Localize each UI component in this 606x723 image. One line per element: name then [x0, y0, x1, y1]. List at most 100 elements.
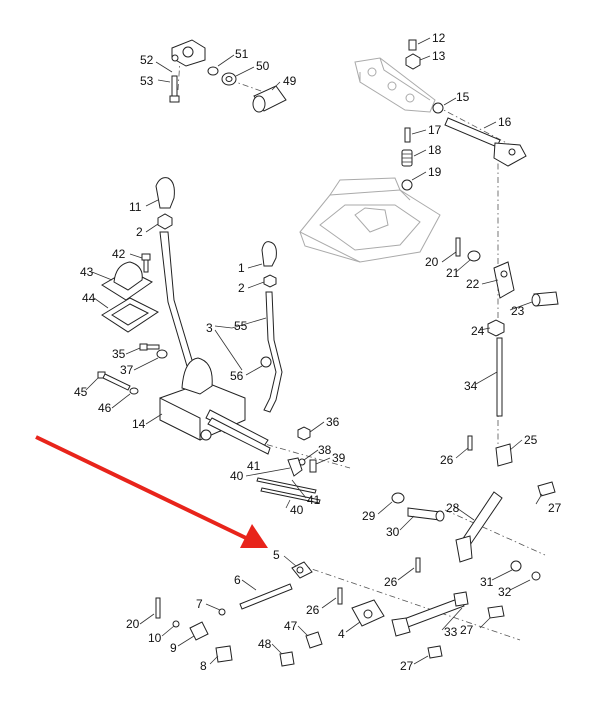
callout-23: 23: [511, 304, 525, 318]
callout-24: 24: [471, 324, 485, 338]
callout-27b: 27: [460, 623, 474, 637]
part-32-ring: [531, 571, 541, 581]
part-21-washer: [467, 250, 481, 262]
callout-32: 32: [498, 585, 512, 599]
callout-42: 42: [112, 247, 126, 261]
callout-49: 49: [283, 74, 297, 88]
part-37-washer: [156, 349, 168, 359]
part-6-rod: [239, 583, 293, 610]
callout-7: 7: [196, 597, 203, 611]
callout-38: 38: [318, 443, 332, 457]
part-35-bolt: [139, 343, 160, 351]
callout-45: 45: [74, 385, 88, 399]
callout-39: 39: [332, 451, 346, 465]
callout-40b: 40: [290, 503, 304, 517]
callout-6: 6: [234, 573, 241, 587]
callout-47: 47: [284, 619, 298, 633]
part-22-clevis: [493, 261, 515, 299]
part-4-lever-arm: [351, 599, 385, 627]
callout-17: 17: [428, 123, 442, 137]
part-7-washer: [218, 608, 226, 616]
callout-20b: 20: [126, 617, 140, 631]
callout-28: 28: [446, 501, 460, 515]
callout-26b: 26: [384, 575, 398, 589]
part-5-collar: [291, 561, 313, 579]
part-23-pin: [531, 291, 559, 307]
cover-housing: [299, 57, 441, 263]
part-55-lever: [263, 291, 283, 413]
callout-labels: 52 53 51 50 49 12 13 15 16 17 18 19 11 2…: [74, 31, 562, 673]
part-48-cap: [279, 651, 295, 667]
callout-12: 12: [432, 31, 446, 45]
callout-10: 10: [148, 631, 162, 645]
part-28-arm: [455, 491, 503, 563]
callout-3: 3: [206, 321, 213, 335]
callout-34: 34: [464, 379, 478, 393]
part-34-rod: [496, 337, 503, 417]
part-33-linkage: [391, 591, 469, 637]
callout-51: 51: [235, 47, 249, 61]
callout-13: 13: [432, 49, 446, 63]
part-51-washer: [207, 66, 219, 76]
part-46-washer: [129, 387, 139, 395]
part-13-nut: [405, 53, 421, 70]
part-19-ball: [401, 179, 413, 191]
part-47-connector: [305, 631, 323, 649]
callout-36: 36: [326, 415, 340, 429]
part-24-nut: [487, 319, 505, 337]
part-30-shaft: [407, 507, 445, 522]
assembly-axis-lines: [177, 59, 546, 641]
part-11-knob: [155, 177, 175, 209]
part-52-bracket: [171, 39, 206, 67]
part-39-screw: [309, 459, 317, 473]
callout-1: 1: [238, 261, 245, 275]
leader-lines: [85, 37, 543, 665]
callout-55: 55: [234, 319, 248, 333]
part-25-block: [495, 443, 513, 467]
part-1-knob: [261, 241, 277, 267]
callout-26c: 26: [306, 603, 320, 617]
callout-26a: 26: [440, 453, 454, 467]
callout-37: 37: [120, 363, 134, 377]
part-31-washer: [510, 560, 522, 572]
callout-18: 18: [428, 143, 442, 157]
callout-9: 9: [170, 641, 177, 655]
part-36-nut: [297, 426, 311, 441]
callout-29: 29: [362, 509, 376, 523]
callout-44: 44: [82, 291, 96, 305]
part-10-washer: [172, 620, 180, 628]
callout-21: 21: [446, 266, 460, 280]
part-26c-pin: [337, 587, 343, 605]
callout-8: 8: [200, 659, 207, 673]
callout-19: 19: [428, 165, 442, 179]
part-50-bushing: [221, 72, 237, 86]
part-26a-pin: [467, 435, 473, 451]
part-17-pin: [404, 127, 411, 143]
callout-2b: 2: [238, 281, 245, 295]
callout-14: 14: [132, 417, 146, 431]
callout-25: 25: [524, 433, 538, 447]
part-53-bolt: [169, 75, 180, 103]
callout-53: 53: [140, 74, 154, 88]
part-20b-bolt: [155, 597, 161, 619]
callout-43: 43: [80, 265, 94, 279]
part-42-bolt: [141, 253, 151, 273]
part-2b-nut: [263, 274, 277, 288]
callout-4: 4: [338, 627, 345, 641]
part-27b-pin: [487, 605, 505, 619]
part-8-pin: [215, 645, 233, 663]
part-18-spring: [401, 149, 413, 167]
callout-22: 22: [466, 277, 480, 291]
part-20a-bolt: [455, 237, 461, 257]
part-27c-pin: [427, 645, 443, 659]
part-27a-pin: [537, 481, 556, 497]
callout-33: 33: [444, 625, 458, 639]
callout-30: 30: [386, 525, 400, 539]
part-26b-pin: [415, 557, 421, 573]
callout-27a: 27: [548, 501, 562, 515]
callout-50: 50: [256, 59, 270, 73]
callout-40a: 40: [230, 469, 244, 483]
callout-15: 15: [456, 90, 470, 104]
part-49-pin: [252, 85, 287, 113]
callout-56: 56: [230, 369, 244, 383]
